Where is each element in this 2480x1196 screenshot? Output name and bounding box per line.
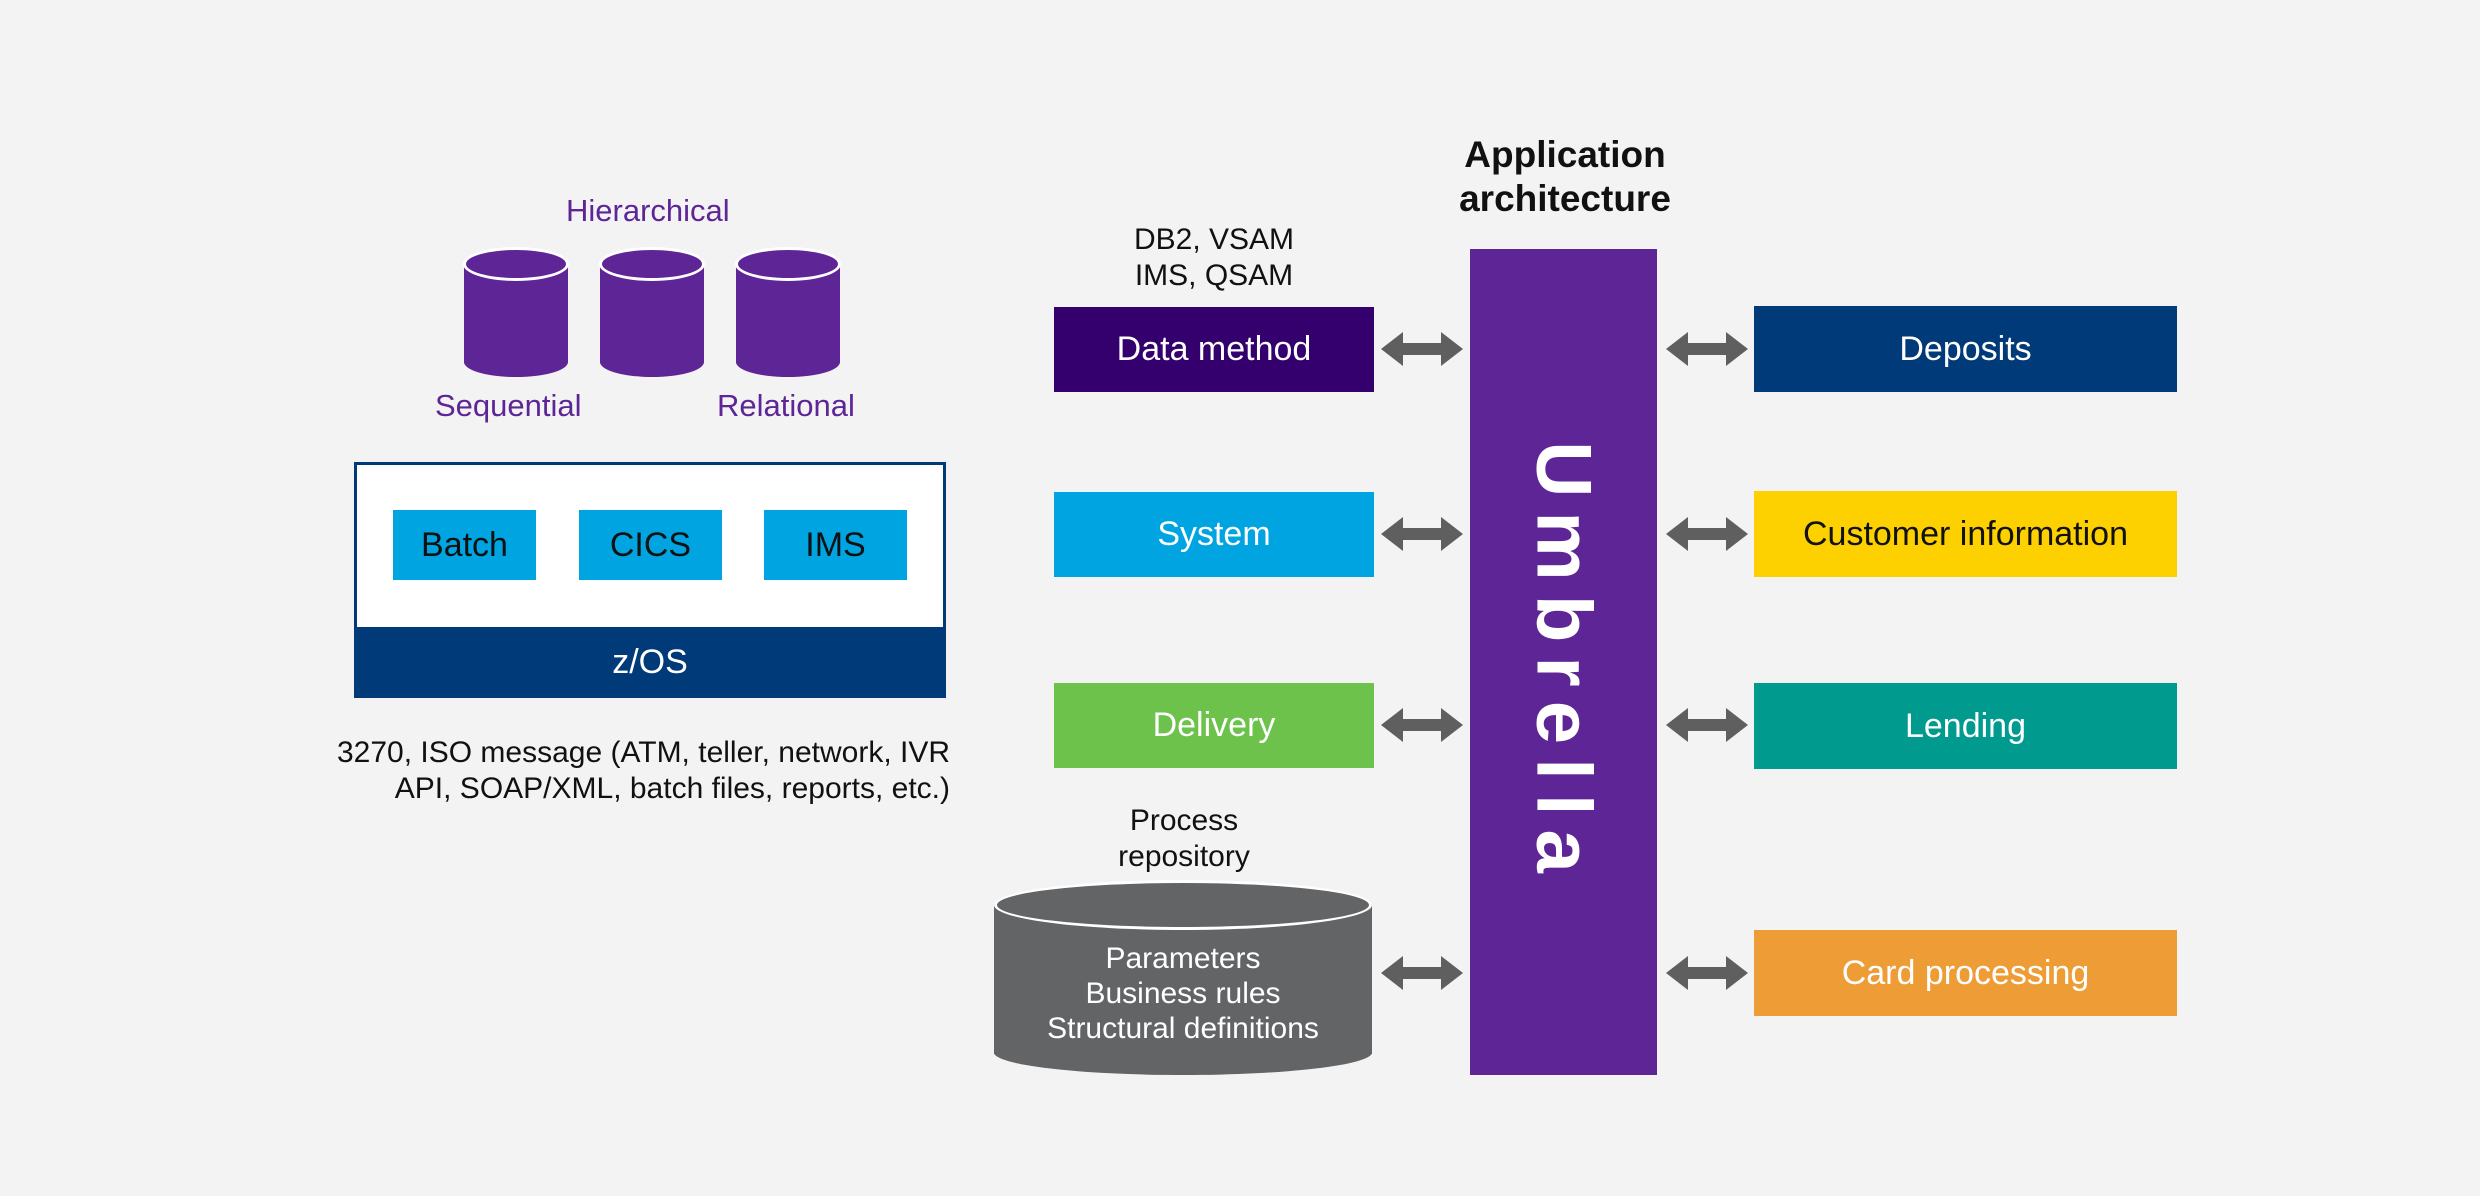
arrow-card-processing-icon: [1666, 956, 1748, 990]
repo-parameters-label: Parameters: [1105, 942, 1261, 975]
data-method-caption: DB2, VSAM IMS, QSAM: [1054, 222, 1374, 294]
lending-label: Lending: [1904, 706, 2026, 745]
data-method-caption-line1: DB2, VSAM: [1133, 223, 1295, 256]
zos-bar: z/OS: [354, 627, 946, 698]
sequential-db-icon: [463, 247, 569, 377]
left-caption: 3270, ISO message (ATM, teller, network,…: [300, 735, 950, 807]
hierarchical-db-icon: [599, 247, 705, 377]
arrow-delivery-icon: [1381, 708, 1463, 742]
left-caption-line1: 3270, ISO message (ATM, teller, network,…: [336, 736, 950, 769]
arrow-deposits-icon: [1666, 332, 1748, 366]
data-method-caption-line2: IMS, QSAM: [1134, 259, 1294, 292]
application-architecture-title: Application architecture: [1400, 133, 1730, 221]
arrow-repository-icon: [1381, 956, 1463, 990]
process-repository-cylinder: Parameters Business rules Structural def…: [994, 880, 1372, 1075]
cics-label: CICS: [609, 525, 692, 564]
lending-box: Lending: [1754, 683, 2177, 769]
card-processing-label: Card processing: [1841, 953, 2090, 992]
system-box: System: [1054, 492, 1374, 577]
ims-label: IMS: [805, 525, 866, 564]
repo-business-rules-label: Business rules: [1085, 977, 1281, 1010]
arrow-system-icon: [1381, 517, 1463, 551]
process-repository-caption-line1: Process: [1129, 804, 1239, 837]
system-label: System: [1157, 515, 1271, 553]
customer-information-label: Customer information: [1802, 514, 2128, 553]
sequential-label: Sequential: [435, 388, 582, 423]
data-method-label: Data method: [1116, 330, 1312, 368]
process-repository-caption: Process repository: [1034, 803, 1334, 875]
card-processing-box: Card processing: [1754, 930, 2177, 1016]
delivery-label: Delivery: [1152, 706, 1276, 744]
arrow-lending-icon: [1666, 708, 1748, 742]
deposits-box: Deposits: [1754, 306, 2177, 392]
cics-box: CICS: [579, 510, 722, 580]
zos-label: z/OS: [612, 643, 688, 681]
delivery-box: Delivery: [1054, 683, 1374, 768]
title-line2: architecture: [1459, 178, 1671, 219]
customer-information-box: Customer information: [1754, 491, 2177, 577]
process-repository-caption-line2: repository: [1118, 840, 1250, 873]
relational-label: Relational: [717, 388, 855, 423]
ims-box: IMS: [764, 510, 907, 580]
relational-db-icon: [735, 247, 841, 377]
data-method-box: Data method: [1054, 307, 1374, 392]
arrow-customer-information-icon: [1666, 517, 1748, 551]
title-line1: Application: [1464, 134, 1666, 175]
umbrella-bar: Umbrella: [1470, 249, 1657, 1075]
batch-box: Batch: [393, 510, 536, 580]
umbrella-label: Umbrella: [1520, 441, 1609, 887]
repo-structural-definitions-label: Structural definitions: [1047, 1012, 1319, 1045]
left-caption-line2: API, SOAP/XML, batch files, reports, etc…: [394, 772, 950, 805]
batch-label: Batch: [421, 525, 508, 564]
deposits-label: Deposits: [1899, 329, 2032, 368]
hierarchical-label: Hierarchical: [566, 193, 730, 228]
arrow-data-method-icon: [1381, 332, 1463, 366]
